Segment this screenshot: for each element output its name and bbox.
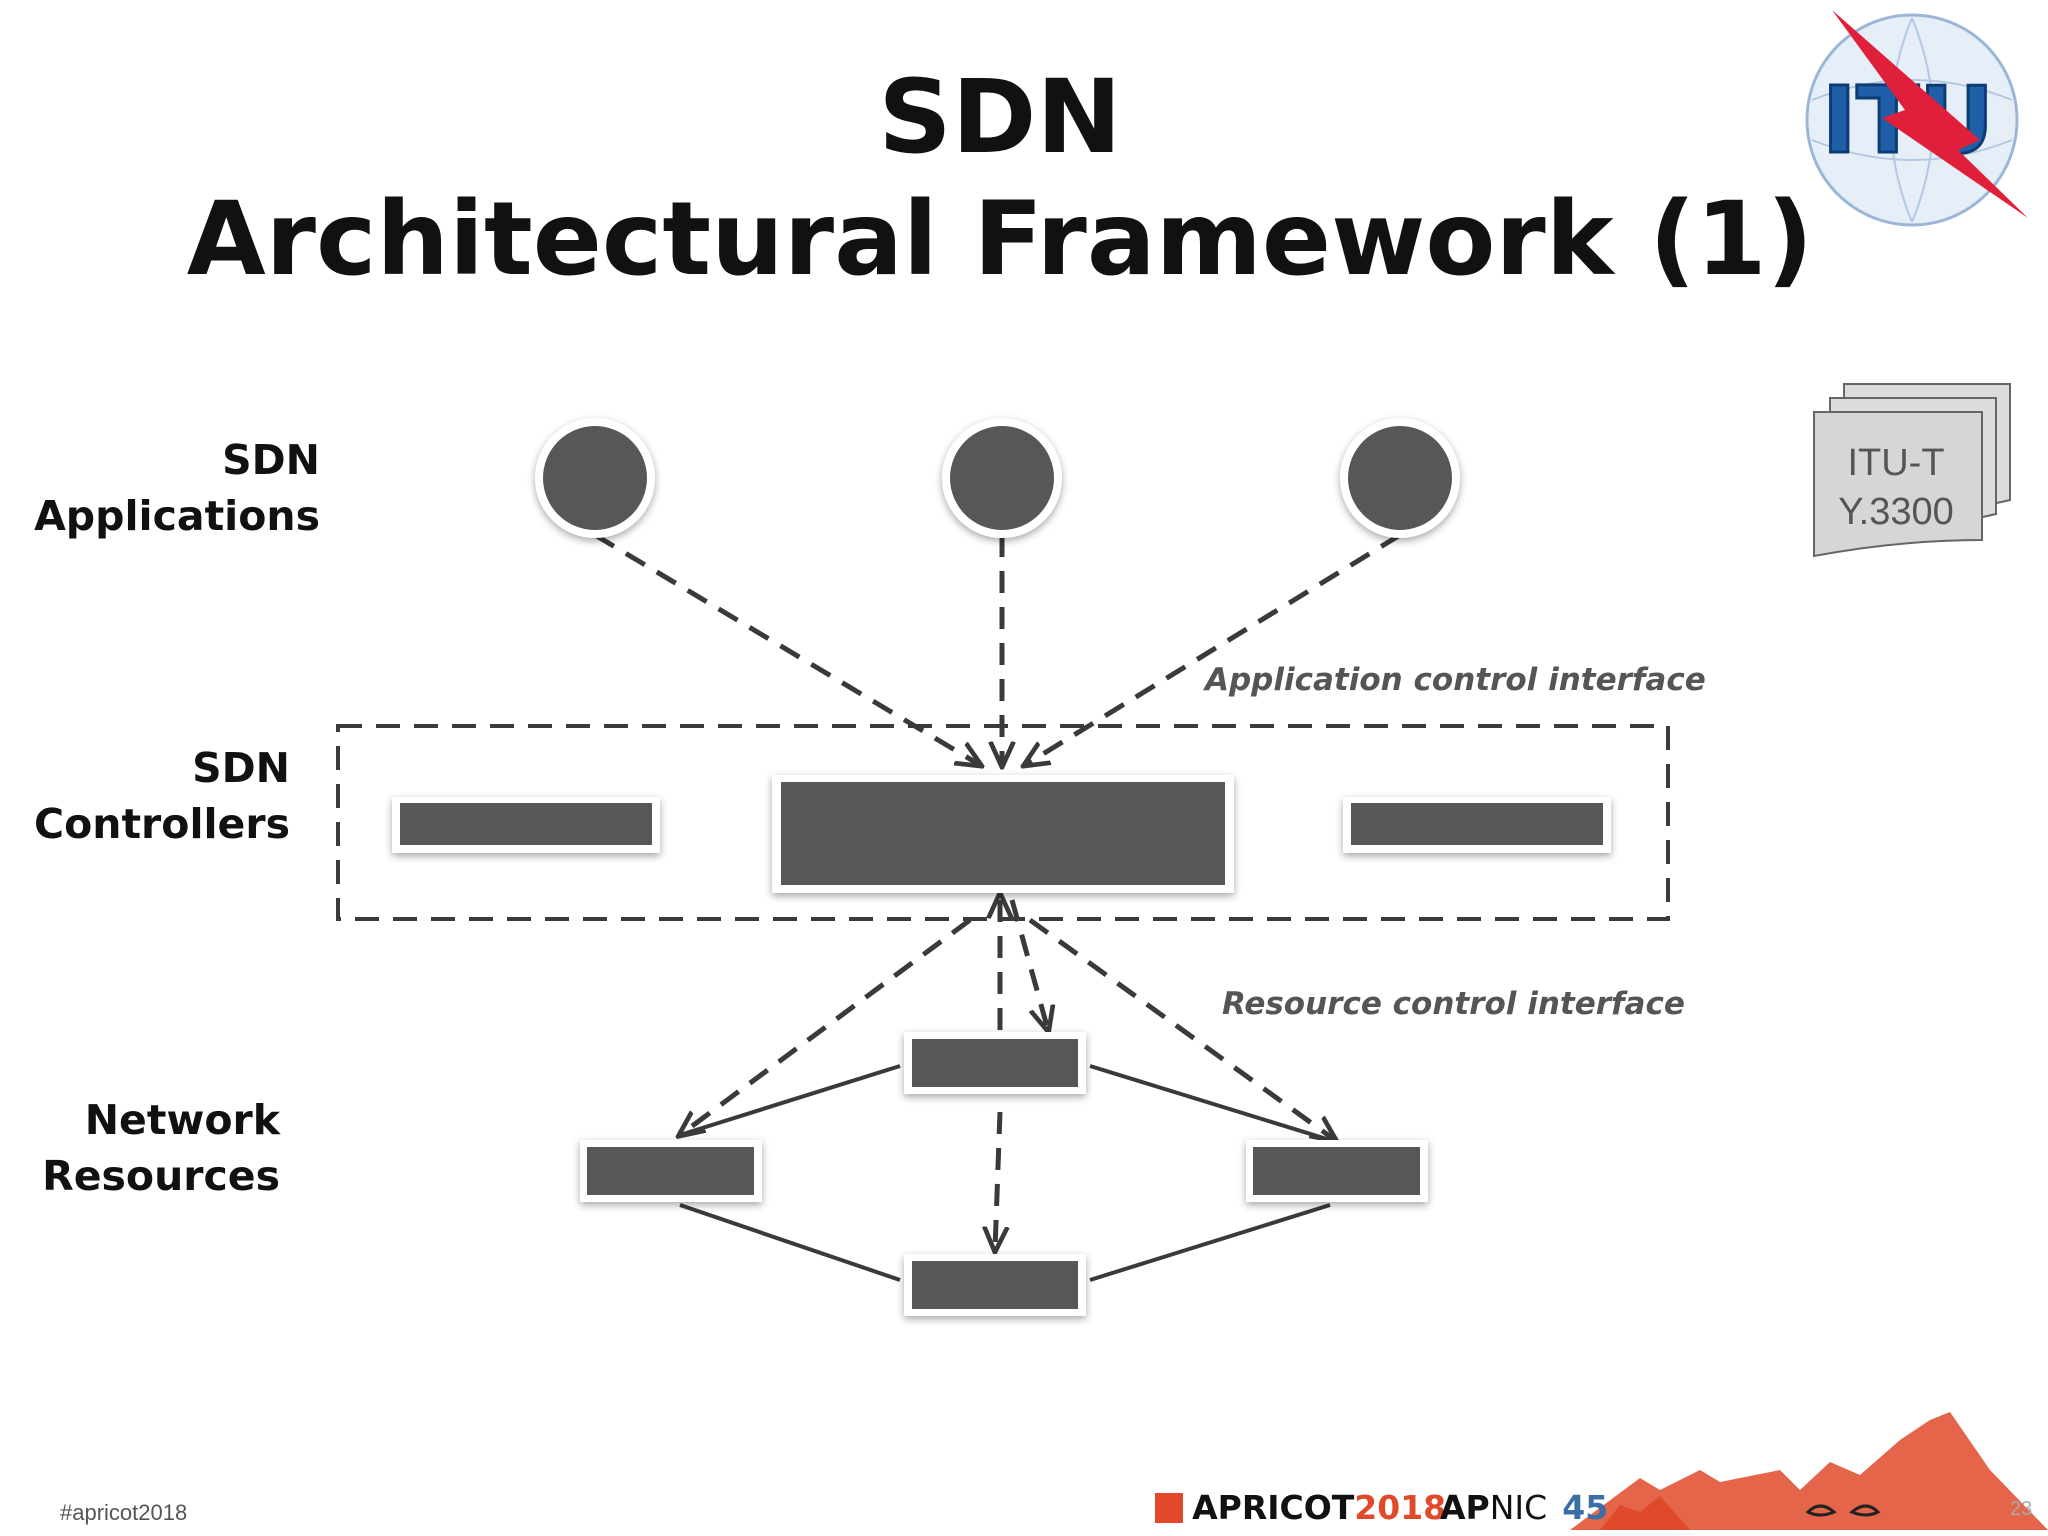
link-top-left xyxy=(679,1064,901,1137)
apnic-ap: AP xyxy=(1440,1488,1490,1527)
application-node-core xyxy=(543,426,647,530)
link-left-bottom xyxy=(679,1203,901,1282)
document-stack-icon: ITU-T Y.3300 xyxy=(1813,383,2011,558)
resource-control-interface-label: Resource control interface xyxy=(1222,986,1685,1022)
layer-label-controllers-line2: Controllers xyxy=(34,800,290,848)
application-nodes xyxy=(535,418,1460,538)
footer-hashtag: #apricot2018 xyxy=(60,1500,188,1525)
page-title: SDN xyxy=(878,58,1122,177)
itu-logo: ITU xyxy=(1805,10,2028,227)
application-node-core xyxy=(1348,426,1452,530)
res-arrow-right xyxy=(1028,917,1335,1140)
layer-label-controllers: SDN Controllers xyxy=(10,740,290,852)
controller-nodes xyxy=(392,775,1611,893)
apricot-flag-icon xyxy=(1155,1493,1183,1523)
app-arrow-left xyxy=(593,532,980,765)
application-node-core xyxy=(950,426,1054,530)
res-arrow-bottom xyxy=(995,1111,1000,1250)
apricot-logo: APRICOT2018 xyxy=(1155,1488,1446,1527)
mountain-illustration xyxy=(1570,1412,2048,1530)
resource-interface-arrows xyxy=(680,895,1335,1250)
application-control-interface-label: Application control interface xyxy=(1205,662,1706,698)
stupa-eyes-icon xyxy=(1805,1504,1881,1517)
res-arrow-left xyxy=(680,917,972,1135)
slide-number: 23 xyxy=(2010,1498,2033,1520)
layer-label-applications-line1: SDN xyxy=(222,436,320,484)
resource-links xyxy=(679,1064,1331,1282)
apnic-number: 45 xyxy=(1562,1488,1609,1527)
network-resource-nodes xyxy=(580,1032,1428,1316)
application-interface-arrows xyxy=(593,532,1402,765)
layer-label-resources-line1: Network xyxy=(84,1096,280,1144)
layer-label-controllers-line1: SDN xyxy=(192,744,290,792)
document-badge-line1: ITU-T xyxy=(1847,442,1944,484)
apricot-year: 2018 xyxy=(1354,1488,1447,1527)
page-subtitle: Architectural Framework (1) xyxy=(186,180,1814,299)
link-top-right xyxy=(1089,1064,1331,1142)
res-arrow-center-down xyxy=(1009,899,1048,1030)
document-badge-line2: Y.3300 xyxy=(1838,491,1954,533)
lightning-bolt-icon xyxy=(1832,10,2028,218)
apricot-word: APRICOT xyxy=(1192,1488,1355,1527)
layer-label-applications-line2: Applications xyxy=(34,492,320,540)
apnic-nic: NIC xyxy=(1489,1488,1548,1527)
app-arrow-right xyxy=(1025,532,1402,765)
controller-layer-frame xyxy=(336,724,1670,921)
apnic-logo: APNIC 45 xyxy=(1440,1488,1608,1527)
layer-label-resources: Network Resources xyxy=(10,1092,280,1204)
layer-label-resources-line2: Resources xyxy=(42,1152,280,1200)
link-right-bottom xyxy=(1089,1203,1331,1282)
layer-label-applications: SDN Applications xyxy=(20,432,320,544)
